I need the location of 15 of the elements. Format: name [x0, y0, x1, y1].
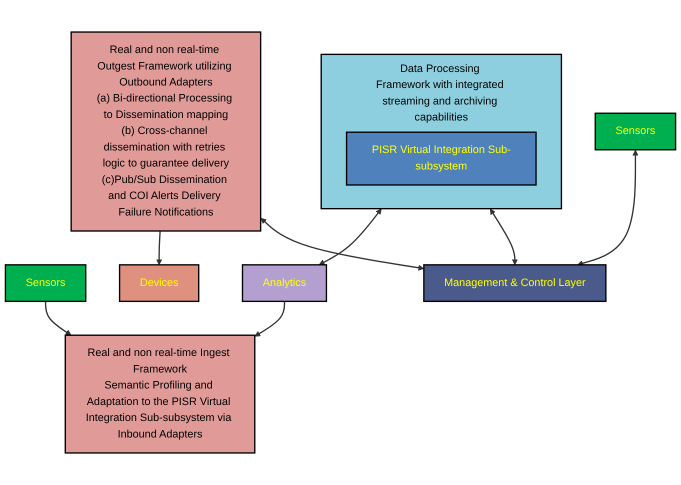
node-box: Sensors: [4, 264, 86, 302]
arrow: [318, 208, 382, 266]
node-box: Real and non real-time Ingest Framework Semantic Profiling and Adaptation to the PISR Virtual Integration Sub-subsystem via Inbound Adapters: [64, 334, 256, 454]
arrow: [490, 208, 518, 266]
arrow: [254, 301, 286, 337]
node-box: Analytics: [242, 264, 328, 302]
arrow: [260, 218, 424, 271]
arrow: [156, 230, 162, 266]
node-box: Devices: [118, 264, 200, 302]
node-box: Real and non real-time Outgest Framework utilizing Outbound Adapters (a) Bi-directional Processing to Dissemination mapping (b) Cross-channel dissemination with retries logic to guarantee delivery (c)Pub/Sub Dissemination and COI Alerts Delivery Failure Notifications: [70, 31, 262, 232]
arrow: [44, 301, 72, 336]
node-box: Management & Control Layer: [423, 264, 607, 302]
arrow: [577, 150, 638, 266]
node-box: Sensors: [594, 112, 676, 150]
node-box: PISR Virtual Integration Sub-subsystem: [346, 132, 537, 186]
